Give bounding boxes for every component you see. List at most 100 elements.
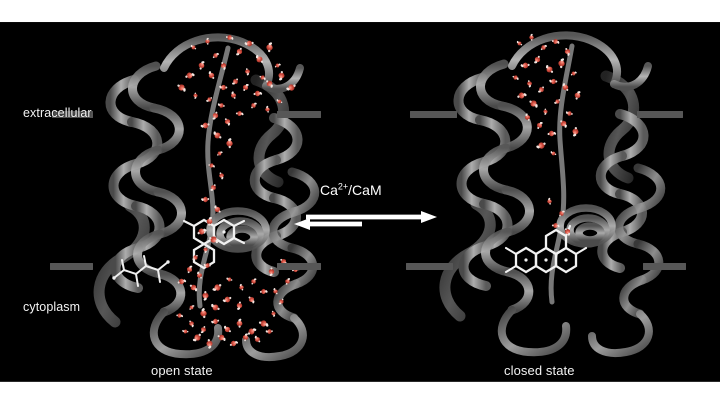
membrane-bar-upper-left-inner [277,111,321,118]
water-molecule [208,162,216,169]
water-molecule [525,79,534,88]
water-molecule [211,111,220,120]
water-molecule [254,335,262,344]
water-molecule [264,42,275,53]
water-molecule [247,295,255,304]
water-molecule [244,38,255,49]
water-molecule [235,109,244,118]
membrane-bar-lower-left-inner [277,263,321,270]
water-molecule [176,276,187,286]
water-molecule [538,86,545,93]
water-molecule [551,37,560,45]
water-molecule [234,318,244,329]
water-molecule [540,44,547,51]
water-molecule [523,113,532,122]
water-molecule [242,83,249,91]
water-molecule [192,92,199,99]
water-molecule [556,58,567,69]
water-molecule [512,74,519,81]
water-molecule [545,197,553,206]
water-molecule [274,62,281,69]
water-molecules-open [60,22,360,382]
water-molecule [573,90,582,100]
reaction-label-charge: 2+ [337,181,349,192]
membrane-bar-upper-right-inner [410,111,457,118]
water-molecule [565,110,574,118]
water-molecule [187,319,195,328]
water-molecule [225,33,234,41]
water-molecule [229,91,238,100]
water-molecule [217,333,226,341]
water-molecule [559,119,568,128]
water-molecule [219,83,228,92]
membrane-bar-lower-right-inner [406,263,453,270]
water-molecule [545,65,554,74]
water-molecule [222,294,233,304]
water-molecule [211,303,220,312]
water-molecule [224,137,236,150]
water-molecule [197,60,206,70]
water-molecule [188,304,195,310]
water-molecule [561,83,570,92]
water-molecule [542,108,549,115]
water-molecule [570,126,581,137]
water-molecule [252,88,263,98]
water-molecule [546,128,557,138]
water-molecule [177,83,186,92]
panel-bottom-edge [0,381,720,382]
water-molecules-closed [420,22,720,382]
closed-state-label: closed state [504,363,575,378]
water-molecule [255,55,264,64]
water-molecule [276,98,283,104]
water-molecule [210,184,217,191]
reverse-reaction-arrow-icon [294,218,362,230]
water-molecule [286,82,297,93]
water-molecule [200,325,208,334]
water-molecule [198,307,210,320]
water-molecule [219,61,228,70]
water-molecule [192,254,199,261]
water-molecule [563,47,572,56]
membrane-bar-upper-right-outer [637,111,683,118]
water-molecule [558,210,565,217]
water-molecule [217,102,226,110]
water-molecule [193,333,203,343]
water-molecule [236,47,244,56]
water-molecule [536,140,547,151]
water-molecule [549,77,558,86]
water-molecule [516,90,527,101]
water-molecule [563,227,572,236]
water-molecule [551,221,560,230]
water-molecule [184,70,195,81]
water-molecule [250,102,257,109]
water-molecule [216,150,223,157]
water-molecule [206,96,213,103]
membrane-bar-upper-left-outer [52,111,93,118]
cytoplasm-label: cytoplasm [23,300,81,314]
water-molecule [185,265,193,274]
ligand-sticks-closed [504,224,588,274]
water-molecule [276,70,287,81]
water-molecule [243,67,252,76]
ligand-sticks-lower [112,255,170,287]
water-molecule [550,150,557,156]
water-molecule [250,278,257,285]
reaction-label-suffix: /CaM [348,182,382,198]
water-molecule [259,74,266,81]
water-molecule [176,312,184,320]
water-molecule [226,276,233,283]
forward-reaction-arrow-icon [306,211,437,223]
membrane-bar-lower-left-outer [50,263,93,270]
water-molecule [272,287,280,296]
water-molecule [520,60,531,71]
water-molecule [258,318,269,328]
water-molecule [182,328,189,335]
water-molecule [190,45,196,50]
water-molecule [235,301,244,311]
water-molecule [238,283,246,292]
water-molecule [279,298,285,305]
water-molecule [217,171,225,180]
closed-state-structure [420,22,720,382]
water-molecule [223,326,232,334]
